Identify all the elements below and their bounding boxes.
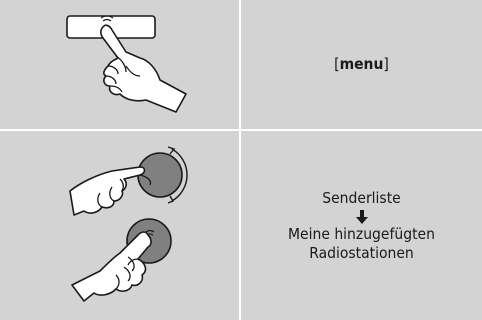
hand-turning-knob-icon (0, 131, 239, 320)
press-button-illustration-cell (0, 0, 239, 129)
rotate-and-press-knob-illustration-cell (0, 131, 239, 320)
menu-path-step-2-line-1: Meine hinzugefügten (288, 225, 435, 244)
arrow-down-icon (355, 209, 369, 225)
bracket-close: ] (383, 55, 388, 73)
menu-path-step-1: Senderliste (322, 189, 401, 208)
menu-path-step-2-line-2: Radiostationen (309, 244, 414, 263)
hand-pressing-button-icon (0, 0, 239, 129)
menu-key-cell: [menu] (241, 0, 482, 129)
menu-keyword: menu (340, 55, 384, 73)
menu-key-label: [menu] (334, 55, 389, 74)
navigation-path-cell: Senderliste Meine hinzugefügten Radiosta… (241, 131, 482, 320)
